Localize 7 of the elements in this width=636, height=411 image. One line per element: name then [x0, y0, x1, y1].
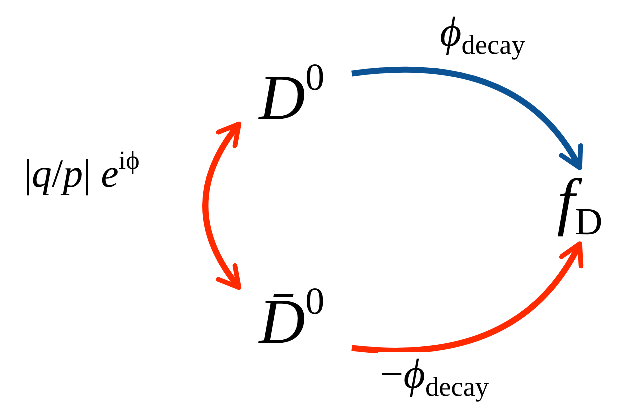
arrow — [352, 242, 583, 354]
double-arrow — [202, 122, 242, 290]
state-label: D$^{0}$ — [259, 58, 325, 130]
state-label: D̄$^{0}$ — [259, 282, 325, 354]
arrow — [352, 66, 583, 170]
final-state-label: f$_{D}$ — [557, 170, 603, 242]
edge-label: −ϕ$_{decay}$ — [378, 352, 492, 404]
